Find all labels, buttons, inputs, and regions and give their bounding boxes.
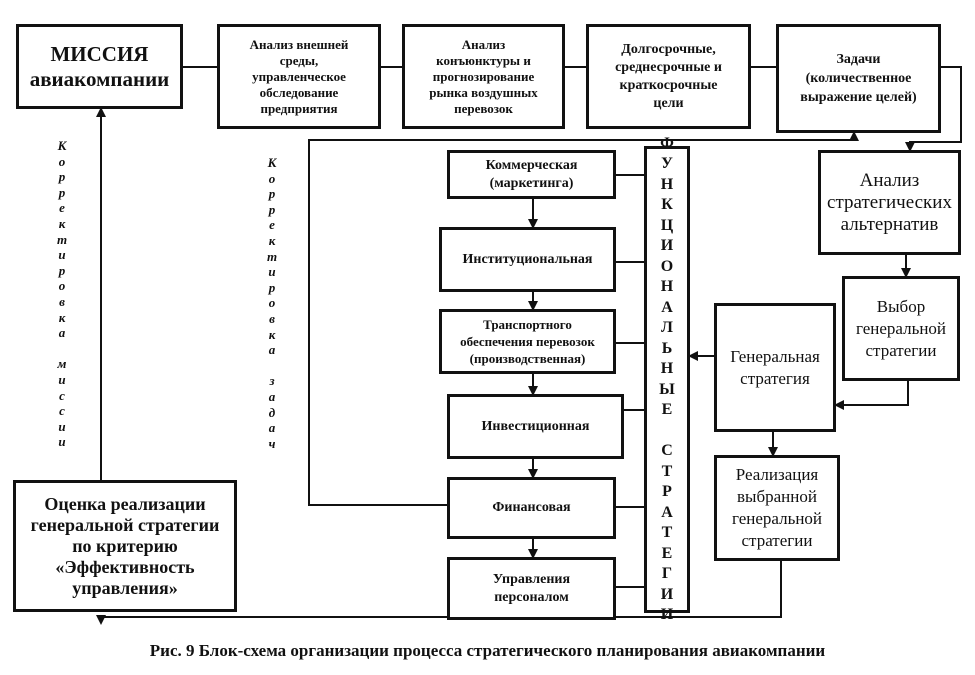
functional-strategy-transport: Транспортного обеспечения перевозок (про… xyxy=(439,309,616,374)
arrow-implementation-evaluation xyxy=(96,561,782,625)
goals-box: Долгосрочные, среднесрочные и краткосроч… xyxy=(586,24,751,129)
arrow-functional-tasks xyxy=(308,131,859,506)
mission-box: МИССИЯ авиакомпании xyxy=(16,24,183,109)
figure-caption: Рис. 9 Блок-схема организации процесса с… xyxy=(149,641,826,660)
functional-strategies-label-box: Ф У Н К Ц И О Н А Л Ь Н Ы Е С Т Р А Т Е … xyxy=(644,135,690,623)
functional-strategy-personnel: Управления персоналом xyxy=(447,557,616,620)
evaluation-box: Оценка реализации генеральной стратегии … xyxy=(13,480,237,612)
functional-strategy-institutional: Институциональная xyxy=(439,227,616,292)
alternatives-analysis-box: Анализ стратегических альтернатив xyxy=(818,150,961,255)
arrow-choice-general xyxy=(834,381,909,410)
market-analysis-box: Анализ конъюнктуры и прогнозирование рын… xyxy=(402,24,565,129)
arrow-tasks-alternatives xyxy=(905,66,962,152)
implementation-box: Реализация выбранной генеральной стратег… xyxy=(714,455,840,561)
general-strategy-choice-box: Выбор генеральной стратегии xyxy=(842,276,960,381)
tasks-box: Задачи (количественное выражение целей) xyxy=(776,24,941,133)
functional-strategy-financial: Финансовая xyxy=(447,477,616,539)
general-strategy-box: Генеральная стратегия xyxy=(714,303,836,432)
mission-correction-label: К о р р е к т и р о в к а м и с с и и xyxy=(56,138,68,450)
tasks-correction-label: К о р р е к т и р о в к а з а д а ч xyxy=(266,155,278,451)
functional-strategy-investment: Инвестиционная xyxy=(447,394,624,459)
environment-analysis-box: Анализ внешней среды, управленческое обс… xyxy=(217,24,381,129)
functional-strategy-commercial: Коммерческая (маркетинга) xyxy=(447,150,616,199)
